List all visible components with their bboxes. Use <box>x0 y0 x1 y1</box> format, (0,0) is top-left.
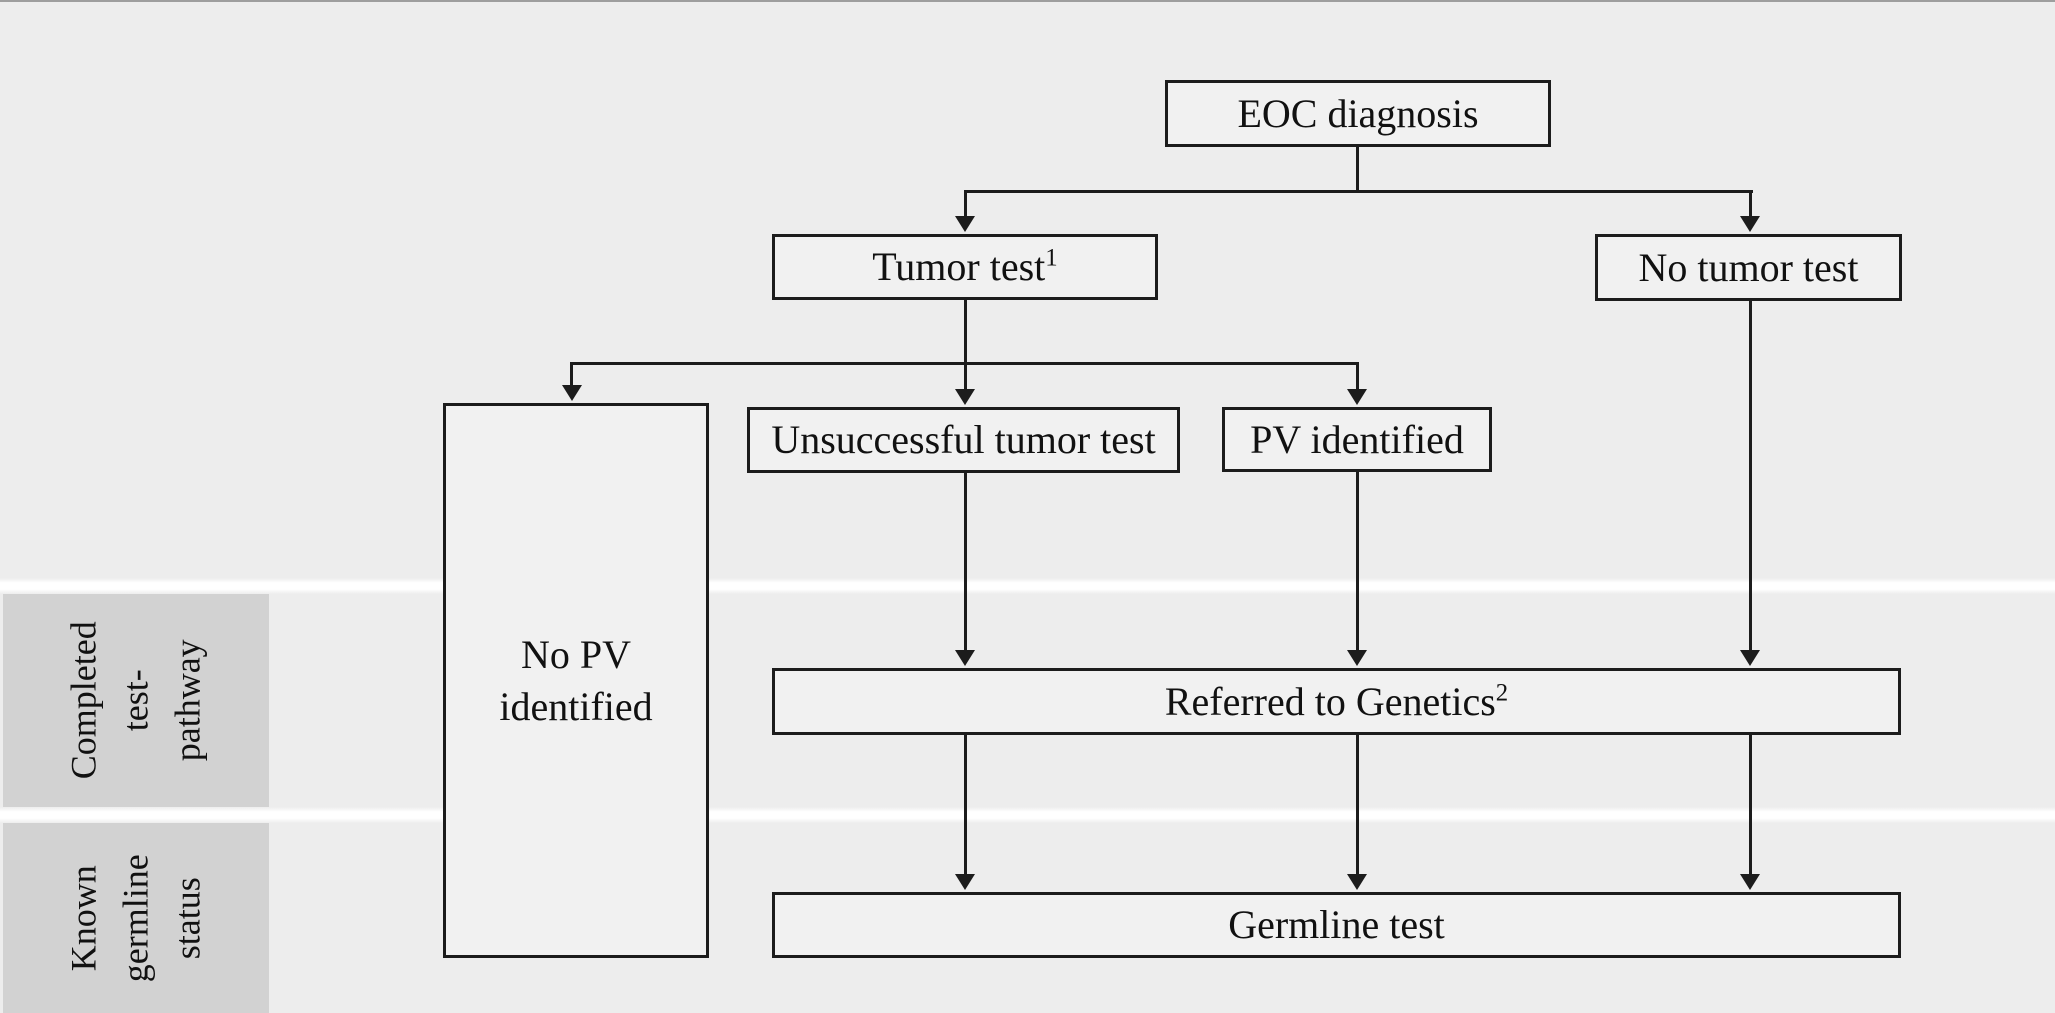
node-label: EOC diagnosis <box>1237 90 1479 136</box>
edge-pv-to-referred <box>1356 472 1359 655</box>
arrowhead-referred-right <box>1740 650 1760 666</box>
node-no-pv-identified: No PV identified <box>443 403 709 958</box>
row-label-line: germline <box>115 854 156 982</box>
node-eoc-diagnosis: EOC diagnosis <box>1165 80 1551 147</box>
arrowhead-unsuccessful <box>955 389 975 405</box>
node-unsuccessful-tumor-test: Unsuccessful tumor test <box>747 407 1180 473</box>
arrowhead-pv-identified <box>1347 389 1367 405</box>
top-edge-line <box>0 0 2055 2</box>
edge-referred-to-germline-left <box>964 735 967 878</box>
edge-referred-to-germline-center <box>1356 735 1359 878</box>
row-label-line: status <box>168 876 209 960</box>
edge-eoc-branch-stem <box>1356 147 1359 192</box>
arrowhead-no-tumor-test <box>1740 216 1760 232</box>
footnote-marker-2: 2 <box>1495 679 1509 707</box>
node-label: No PV identified <box>499 631 653 729</box>
row-label-line: Known <box>63 865 104 972</box>
arrowhead-no-pv <box>562 385 582 401</box>
node-pv-identified: PV identified <box>1222 407 1492 472</box>
arrowhead-referred-left <box>955 650 975 666</box>
edge-no-tumor-to-referred <box>1749 301 1752 655</box>
edge-to-no-pv <box>570 362 573 388</box>
node-label: No tumor test <box>1638 244 1859 290</box>
node-referred-to-genetics: Referred to Genetics2 <box>772 668 1901 735</box>
node-label: PV identified <box>1250 416 1464 462</box>
row-label-line: Completed <box>63 621 104 780</box>
row-separator-band-1 <box>0 578 2055 594</box>
row-label-line: pathway <box>168 639 209 762</box>
row-label-line: test- <box>115 669 156 732</box>
arrowhead-referred-center <box>1347 650 1367 666</box>
arrowhead-germline-right <box>1740 874 1760 890</box>
edge-unsuccessful-to-referred <box>964 473 967 655</box>
edge-referred-to-germline-right <box>1749 735 1752 878</box>
row-separator-band-2 <box>0 807 2055 823</box>
node-germline-test: Germline test <box>772 892 1901 958</box>
edge-to-unsuccessful <box>964 362 967 392</box>
node-label: Referred to Genetics2 <box>1164 678 1509 724</box>
edge-to-pv-identified <box>1356 362 1359 392</box>
node-label: Germline test <box>1228 902 1445 947</box>
node-tumor-test: Tumor test1 <box>772 234 1158 300</box>
edge-to-tumor-test <box>964 190 967 220</box>
edge-to-no-tumor-test <box>1749 190 1752 220</box>
arrowhead-germline-center <box>1347 874 1367 890</box>
row-label-completed-test-pathway: Completed test- pathway <box>3 594 269 807</box>
node-label: Tumor test1 <box>872 244 1058 289</box>
row-label-text: Known germline status <box>58 854 215 982</box>
edge-tumor-branch-stem <box>964 300 967 364</box>
node-label: Unsuccessful tumor test <box>771 417 1156 462</box>
arrowhead-germline-left <box>955 874 975 890</box>
edge-eoc-branch-horizontal <box>964 190 1753 193</box>
row-label-text: Completed test- pathway <box>58 622 215 780</box>
row-label-known-germline-status: Known germline status <box>3 823 269 1013</box>
footnote-marker-1: 1 <box>1045 244 1058 272</box>
arrowhead-tumor-test <box>955 216 975 232</box>
node-no-tumor-test: No tumor test <box>1595 234 1902 301</box>
